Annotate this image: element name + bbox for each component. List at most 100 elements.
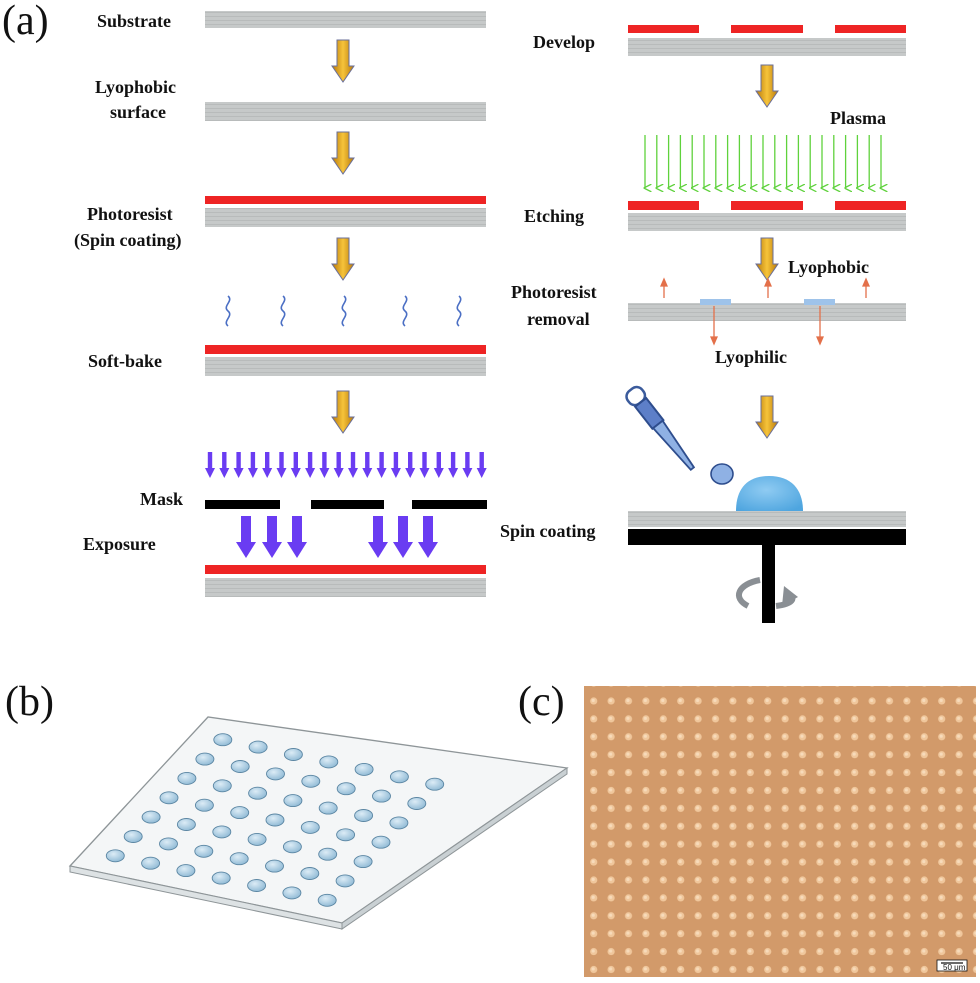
substrate-develop <box>628 38 906 56</box>
uv-arrow-icon <box>433 452 444 478</box>
arrowhead <box>660 277 668 287</box>
exposure-arrow-icon <box>262 516 282 558</box>
photoresist-segment <box>628 25 699 33</box>
microlens <box>176 818 196 831</box>
photoresist-segment <box>628 201 699 210</box>
substrate-lyophobic <box>205 102 486 121</box>
microlens <box>389 816 409 830</box>
uv-arrow-icon <box>247 452 258 478</box>
microlens <box>248 740 268 754</box>
mask-segment <box>412 500 487 509</box>
label-mask: Mask <box>140 489 183 509</box>
microlens <box>141 856 161 870</box>
microlens <box>212 779 232 793</box>
label-substrate: Substrate <box>97 11 171 31</box>
label-etching: Etching <box>524 206 584 226</box>
photoresist-segment <box>835 25 906 33</box>
heat-squiggles <box>225 295 462 327</box>
microlens <box>230 806 250 820</box>
uv-arrow-icon <box>462 452 473 478</box>
panel-label-a: (a) <box>2 0 49 44</box>
etching-stack <box>628 201 906 231</box>
pipette <box>625 385 696 472</box>
heat-squiggle <box>402 295 408 327</box>
microlens <box>123 830 143 843</box>
exposure-arrow-icon <box>236 516 256 558</box>
uv-arrow-icon <box>419 452 430 478</box>
label-plasma: Plasma <box>830 108 886 128</box>
label-lyophobic-1: Lyophobic <box>95 77 176 97</box>
uv-arrows-row <box>205 452 487 478</box>
uv-arrow-icon <box>219 452 230 478</box>
microlens <box>336 782 356 796</box>
mask-segment <box>205 500 280 509</box>
substrate-spin-coating <box>628 511 906 527</box>
microlens <box>247 879 267 892</box>
scale-bar-label: 50 μm <box>943 963 966 972</box>
microlens <box>159 837 178 851</box>
microlens <box>194 798 214 812</box>
microlens <box>318 847 338 861</box>
label-lyophobic: Lyophobic <box>788 257 869 277</box>
lyophilic-patch <box>804 299 835 305</box>
microlens <box>159 791 179 805</box>
exposure-arrow-icon <box>368 516 388 558</box>
microlens <box>425 777 445 791</box>
spin-chuck-plate <box>628 529 906 545</box>
coated-droplet <box>736 476 803 511</box>
heat-squiggle <box>456 295 462 327</box>
microlens <box>248 786 268 800</box>
microlens <box>141 810 161 824</box>
arrowhead <box>764 277 772 287</box>
microlens <box>354 809 374 822</box>
label-spin-coating: Spin coating <box>500 521 596 541</box>
substrate-spin <box>205 208 486 227</box>
lyophilic-patch <box>700 299 731 305</box>
uv-arrow-icon <box>233 452 244 478</box>
uv-arrow-icon <box>476 452 487 478</box>
microlens <box>300 820 320 834</box>
label-exposure: Exposure <box>83 534 156 554</box>
panel-label-b: (b) <box>5 679 54 725</box>
photomask <box>205 500 487 509</box>
arrowhead <box>862 277 870 287</box>
microlens <box>283 748 303 761</box>
microlens <box>282 840 302 854</box>
heat-squiggle <box>280 295 286 327</box>
microlens-dot-array <box>584 686 976 977</box>
microlens <box>194 844 214 858</box>
heat-squiggle <box>341 295 347 327</box>
label-removal-2: removal <box>527 309 590 329</box>
uv-arrow-icon <box>376 452 387 478</box>
process-arrow-icon <box>755 64 779 108</box>
microlens <box>301 774 321 788</box>
microlens <box>212 825 232 839</box>
uv-arrow-icon <box>405 452 416 478</box>
exposure-arrow-icon <box>418 516 438 558</box>
scale-bar-box <box>936 959 968 972</box>
substrate-etching <box>628 213 906 231</box>
microlens-array-3d <box>68 716 569 930</box>
microlens <box>317 893 337 907</box>
photoresist-layer-exposure <box>205 565 486 574</box>
process-arrow-icon <box>755 395 779 439</box>
photoresist-segment <box>835 201 906 210</box>
process-arrow-icon <box>331 390 355 434</box>
micrograph: 50 μm <box>584 686 976 977</box>
photoresist-layer-bake <box>205 345 486 354</box>
exposure-arrow-icon <box>393 516 413 558</box>
spin-chuck-shaft <box>762 545 775 623</box>
microlens <box>371 835 391 849</box>
microlens <box>176 864 196 878</box>
microlens <box>213 733 233 747</box>
exposure-arrows <box>236 516 438 558</box>
uv-arrow-icon <box>276 452 287 478</box>
process-arrow-icon <box>755 237 779 281</box>
label-photoresist-1: Photoresist <box>87 204 173 224</box>
arrowhead <box>816 336 824 346</box>
develop-stack <box>628 25 906 56</box>
label-photoresist-2: (Spin coating) <box>74 230 182 251</box>
microlens <box>282 886 302 900</box>
label-soft-bake: Soft-bake <box>88 351 162 371</box>
